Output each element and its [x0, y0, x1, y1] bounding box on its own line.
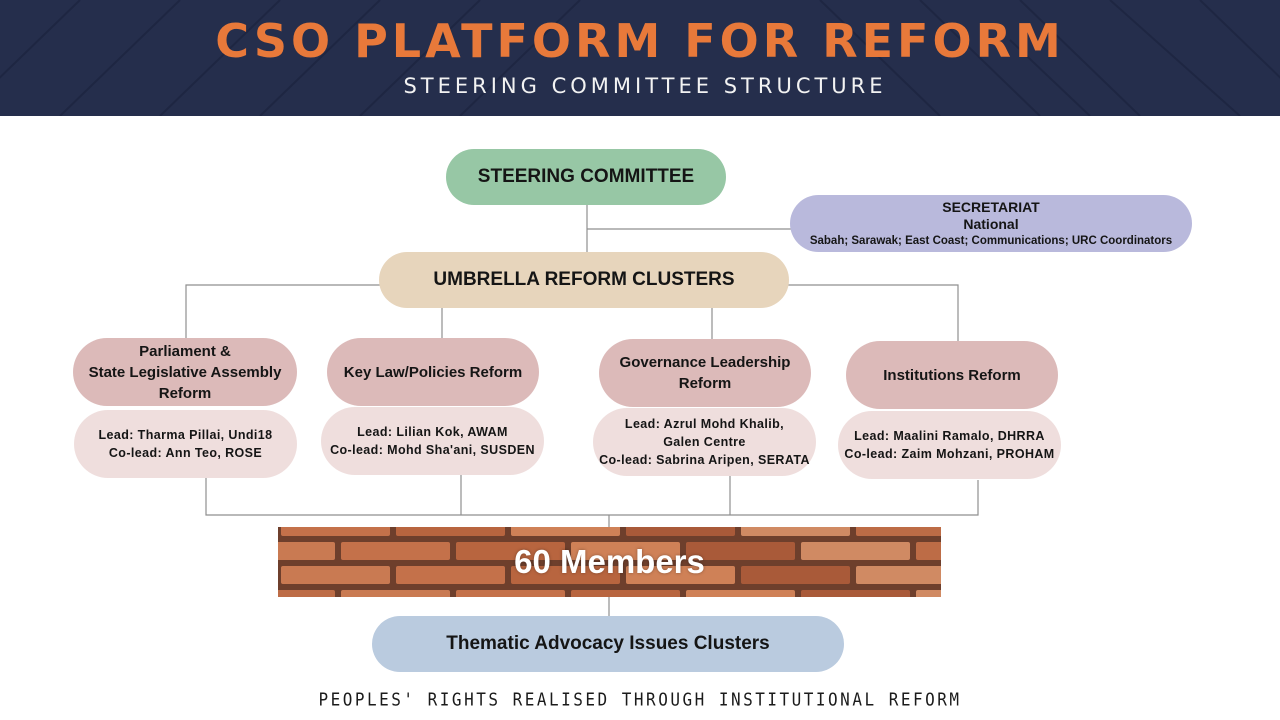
cluster-name-line: Governance Leadership: [619, 354, 791, 371]
brick: [396, 566, 505, 584]
co-lead-line: Co-lead: Ann Teo, ROSE: [108, 446, 263, 460]
brick: [686, 542, 795, 560]
cluster-name-line: Institutions Reform: [883, 366, 1021, 384]
brick: [626, 527, 735, 536]
brick: [856, 527, 941, 536]
cluster-name-line: Reform: [158, 384, 212, 402]
lead-line-org: Galen Centre: [663, 434, 746, 449]
cluster-institutions-leads: Lead: Maalini Ramalo, DHRRA Co-lead: Zai…: [838, 411, 1061, 479]
co-lead-line: Co-lead: Zaim Mohzani, PROHAM: [844, 447, 1055, 461]
secretariat-node: SECRETARIAT National Sabah; Sarawak; Eas…: [790, 195, 1192, 252]
secretariat-title: SECRETARIAT: [942, 198, 1040, 215]
brick: [281, 527, 390, 536]
page-title: CSO PLATFORM FOR REFORM: [215, 14, 1065, 68]
brick: [341, 590, 450, 597]
page-subtitle: STEERING COMMITTEE STRUCTURE: [403, 74, 887, 98]
brick: [626, 566, 735, 584]
secretariat-members: Sabah; Sarawak; East Coast; Communicatio…: [809, 234, 1173, 247]
brick: [281, 566, 390, 584]
thematic-clusters-node: Thematic Advocacy Issues Clusters: [372, 616, 844, 672]
cluster-name-line: State Legislative Assembly: [88, 363, 282, 381]
members-count-label: 60 Members: [514, 543, 705, 580]
lead-line: Lead: Lilian Kok, AWAM: [357, 424, 508, 439]
brick: [456, 590, 565, 597]
cluster-governance-node: Governance Leadership Reform: [599, 339, 811, 407]
brick: [741, 566, 850, 584]
cluster-key-law-node: Key Law/Policies Reform: [327, 338, 539, 406]
brick-wall-image: [278, 527, 941, 597]
brick: [571, 590, 680, 597]
cluster-parliament-leads: Lead: Tharma Pillai, Undi18 Co-lead: Ann…: [74, 410, 297, 478]
cluster-institutions-node: Institutions Reform: [846, 341, 1058, 409]
co-lead-line: Co-lead: Mohd Sha'ani, SUSDEN: [330, 443, 535, 457]
cluster-name-line: Parliament &: [139, 342, 231, 360]
co-lead-line: Co-lead: Sabrina Aripen, SERATA: [599, 453, 810, 468]
brick: [916, 590, 941, 597]
steering-committee-label: STEERING COMMITTEE: [477, 166, 695, 187]
connector-bottom-bus: [205, 478, 979, 516]
lead-line: Lead: Azrul Mohd Khalib,: [624, 416, 785, 431]
header-stripe-pattern: [0, 0, 1280, 116]
brick: [511, 527, 620, 536]
brick: [801, 590, 910, 597]
brick: [278, 542, 335, 560]
brick: [801, 542, 910, 560]
connector-umbrella-left: [185, 284, 380, 338]
brick: [396, 527, 505, 536]
connector-umbrella-right: [788, 284, 959, 341]
brick: [511, 566, 620, 584]
brick: [571, 542, 680, 560]
cluster-name-line: Key Law/Policies Reform: [343, 363, 523, 381]
brick: [916, 542, 941, 560]
brick: [341, 542, 450, 560]
cluster-governance-leads: Lead: Azrul Mohd Khalib, Galen Centre Co…: [593, 408, 816, 476]
steering-committee-node: STEERING COMMITTEE: [446, 149, 726, 205]
cluster-name-line: Reform: [678, 375, 732, 392]
cluster-parliament-node: Parliament & State Legislative Assembly …: [73, 338, 297, 406]
brick: [278, 590, 335, 597]
secretariat-level: National: [963, 216, 1019, 233]
brick: [686, 590, 795, 597]
header-banner: CSO PLATFORM FOR REFORM STEERING COMMITT…: [0, 0, 1280, 116]
lead-line: Lead: Tharma Pillai, Undi18: [98, 427, 273, 442]
brick: [741, 527, 850, 536]
lead-line: Lead: Maalini Ramalo, DHRRA: [854, 428, 1045, 443]
umbrella-clusters-label: UMBRELLA REFORM CLUSTERS: [433, 269, 735, 290]
members-brick-banner: 60 Members: [278, 527, 941, 597]
cluster-key-law-leads: Lead: Lilian Kok, AWAM Co-lead: Mohd Sha…: [321, 407, 544, 475]
brick: [856, 566, 941, 584]
thematic-clusters-label: Thematic Advocacy Issues Clusters: [446, 633, 770, 654]
umbrella-clusters-node: UMBRELLA REFORM CLUSTERS: [379, 252, 789, 308]
brick: [456, 542, 565, 560]
tagline: PEOPLES' RIGHTS REALISED THROUGH INSTITU…: [318, 689, 962, 710]
